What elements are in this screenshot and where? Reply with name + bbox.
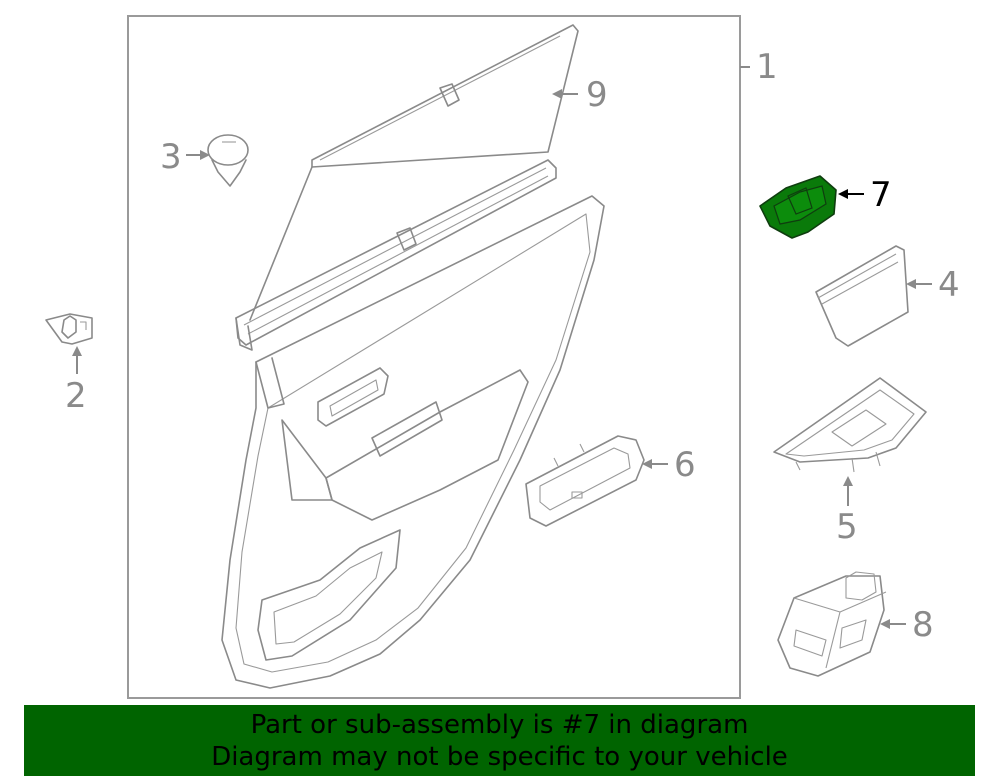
callout-7: 7 (870, 175, 892, 215)
callout-3: 3 (160, 137, 182, 177)
part-1-door-panel (221, 195, 605, 689)
part-5-switch-bezel (773, 377, 927, 473)
assembly-frame (127, 15, 741, 699)
part-2-retainer (45, 313, 93, 345)
part-8-window-switch (777, 571, 887, 677)
callout-4: 4 (938, 265, 960, 305)
part-4-cover (815, 245, 909, 347)
callout-2: 2 (65, 376, 87, 416)
part-3-clip (207, 134, 249, 187)
callout-6: 6 (674, 445, 696, 485)
callout-5: 5 (836, 507, 858, 547)
callout-9: 9 (586, 75, 608, 115)
part-9-sunshade (235, 24, 579, 351)
part-6-handle-bezel (525, 435, 645, 527)
callout-8: 8 (912, 605, 934, 645)
part-7-bracket (759, 175, 837, 239)
footer-line-2: Diagram may not be specific to your vehi… (211, 742, 788, 772)
callout-1: 1 (756, 47, 778, 87)
footer-line-1: Part or sub-assembly is #7 in diagram (250, 710, 749, 740)
footer-banner: Part or sub-assembly is #7 in diagram Di… (24, 705, 975, 776)
